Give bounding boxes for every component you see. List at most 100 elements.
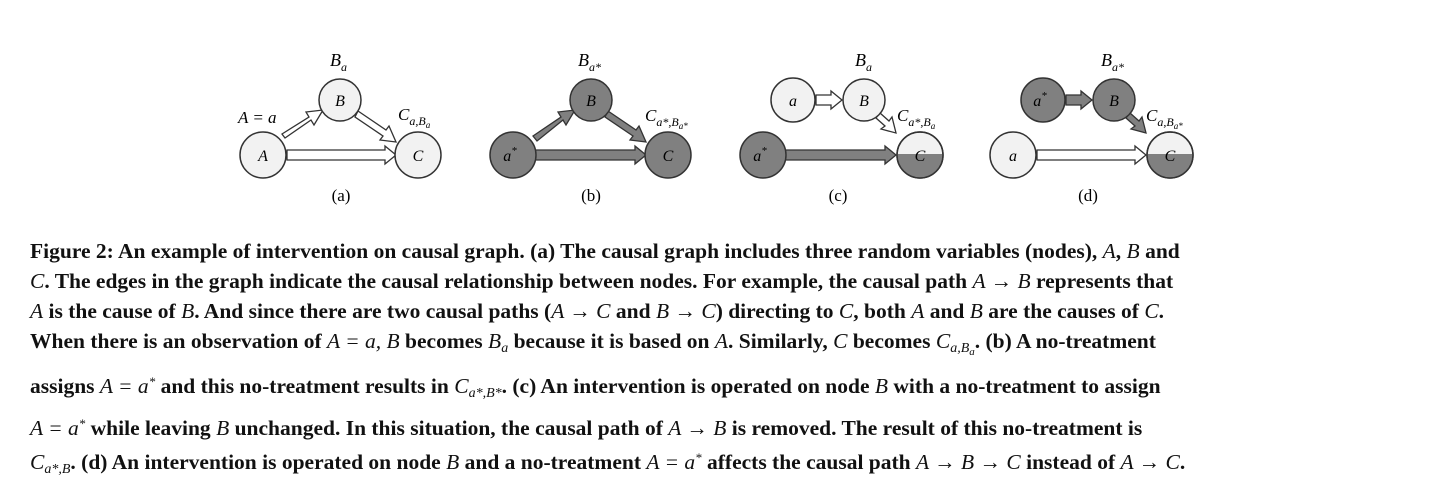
caption-text: while leaving — [85, 416, 217, 440]
caption-var: Ca,Ba — [935, 329, 975, 358]
caption-text: and — [924, 299, 970, 323]
caption-math-base: A = a — [99, 374, 149, 398]
caption-var: A — [911, 299, 925, 323]
caption-text: with a no-treatment to assign — [888, 374, 1161, 398]
node-a-star-text: a* — [503, 145, 517, 165]
figure-caption: Figure 2: An example of intervention on … — [30, 236, 1410, 485]
node-b-text: B — [859, 93, 869, 110]
caption-var: B — [446, 450, 460, 474]
arrow-a-star-to-c-solid — [784, 144, 898, 166]
caption-math: A → B — [972, 269, 1031, 293]
caption-var-base: C — [935, 329, 951, 353]
node-b — [569, 78, 613, 122]
node-c — [644, 131, 692, 179]
caption-text: and this no-treatment results in — [155, 374, 455, 398]
node-a-star-text: a* — [753, 145, 767, 165]
node-b — [318, 78, 362, 122]
arrow-a-star-to-b-solid — [1065, 89, 1094, 111]
caption-line-2: C. The edges in the graph indicate the c… — [30, 266, 1410, 296]
caption-math-base: A = a — [646, 450, 696, 474]
caption-math: A → B → C — [916, 450, 1021, 474]
arrow-a-to-c-solid — [534, 144, 648, 166]
caption-var: A — [714, 329, 728, 353]
caption-text: and — [610, 299, 656, 323]
caption-math: A = a* — [646, 450, 701, 474]
caption-line-4: When there is an observation of A = a, B… — [30, 326, 1410, 367]
caption-text: . (b) A no-treatment — [974, 329, 1156, 353]
caption-var: Ca*,B — [30, 450, 71, 477]
subfigure-d: a* B a C Ba* Ca,Ba* (d) — [989, 50, 1194, 205]
caption-text: . The edges in the graph indicate the ca… — [44, 269, 973, 293]
caption-line-5: assigns A = a* and this no-treatment res… — [30, 367, 1410, 409]
caption-var-sub: a — [501, 341, 509, 356]
subfigure-b: B a* C Ba* Ca*,Ba* (b) — [489, 50, 692, 205]
caption-math: A = a* — [100, 374, 155, 398]
caption-text: and a no-treatment — [459, 450, 647, 474]
label-c: Ca,Ba — [398, 105, 431, 130]
caption-var-subsub: a — [969, 346, 975, 358]
node-a-text: A — [257, 148, 268, 165]
node-a-text: a — [1009, 148, 1017, 165]
caption-var: B — [969, 299, 983, 323]
node-a-star — [1020, 77, 1066, 123]
caption-text: represents that — [1030, 269, 1174, 293]
caption-text: ) directing to — [715, 299, 839, 323]
node-a — [239, 131, 287, 179]
node-b-text: B — [1109, 93, 1119, 110]
caption-var-sub: a*,B — [44, 462, 71, 477]
label-c: Ca*,Ba — [897, 106, 936, 131]
subfigure-c: a B a* C Ba Ca*,Ba (c) — [739, 50, 944, 205]
caption-text: , — [1115, 239, 1127, 263]
arrow-a-to-b — [281, 109, 325, 139]
subfigure-caption-a: (a) — [332, 186, 351, 205]
caption-var: Ca*,B* — [454, 374, 502, 401]
caption-var: B — [216, 416, 230, 440]
caption-text: . (d) An intervention is operated on nod… — [70, 450, 447, 474]
caption-text: is the cause of — [43, 299, 182, 323]
caption-text: . — [1179, 450, 1186, 474]
subfigure-caption-c: (c) — [829, 186, 848, 205]
caption-math: A → C — [1120, 450, 1180, 474]
node-c-shade — [1147, 154, 1193, 178]
caption-text: When there is an observation of — [30, 329, 328, 353]
caption-text: , both — [853, 299, 912, 323]
caption-var-sub: a*,B* — [468, 386, 502, 401]
caption-text: are the causes of — [982, 299, 1145, 323]
caption-math: A = a, B — [327, 329, 400, 353]
caption-var: B — [181, 299, 195, 323]
arrow-a-to-b-solid — [532, 109, 577, 142]
caption-text: because it is based on — [508, 329, 715, 353]
node-b — [842, 78, 886, 122]
caption-text: . And since there are two causal paths ( — [194, 299, 552, 323]
caption-text: unchanged. In this situation, the causal… — [229, 416, 669, 440]
label-b: Ba — [330, 50, 347, 74]
caption-line-1: Figure 2: An example of intervention on … — [30, 236, 1410, 266]
node-c-shade — [897, 154, 943, 178]
caption-math-sup: * — [148, 374, 156, 389]
caption-var-sub: a,Ba — [950, 341, 975, 358]
caption-text: . — [1158, 299, 1165, 323]
node-a-star-text: a* — [1033, 90, 1047, 110]
caption-text: becomes — [399, 329, 489, 353]
node-c — [394, 131, 442, 179]
label-c: Ca,Ba* — [1146, 106, 1183, 131]
subfigure-caption-b: (b) — [581, 186, 601, 205]
caption-var: C — [833, 329, 848, 353]
node-b — [1092, 78, 1136, 122]
caption-math: A = a* — [30, 416, 85, 440]
node-a-star — [739, 131, 787, 179]
node-a-text: a — [789, 93, 797, 110]
arrow-a-to-c-hollow — [1036, 144, 1148, 166]
caption-text: . (c) An intervention is operated on nod… — [501, 374, 875, 398]
subfigure-caption-d: (d) — [1078, 186, 1098, 205]
node-c-text: C — [915, 148, 926, 165]
caption-text: is removed. The result of this no-treatm… — [726, 416, 1143, 440]
arrow-b-to-c-solid — [604, 110, 648, 143]
caption-math: B → C — [655, 299, 716, 323]
caption-text: (a) The causal graph includes three rand… — [524, 239, 1103, 263]
label-b: Ba — [855, 50, 872, 74]
arrow-a-to-c — [286, 144, 398, 166]
caption-text: instead of — [1020, 450, 1121, 474]
figure-label: Figure 2: An example of intervention on … — [30, 239, 525, 263]
label-c: Ca*,Ba* — [645, 106, 688, 131]
